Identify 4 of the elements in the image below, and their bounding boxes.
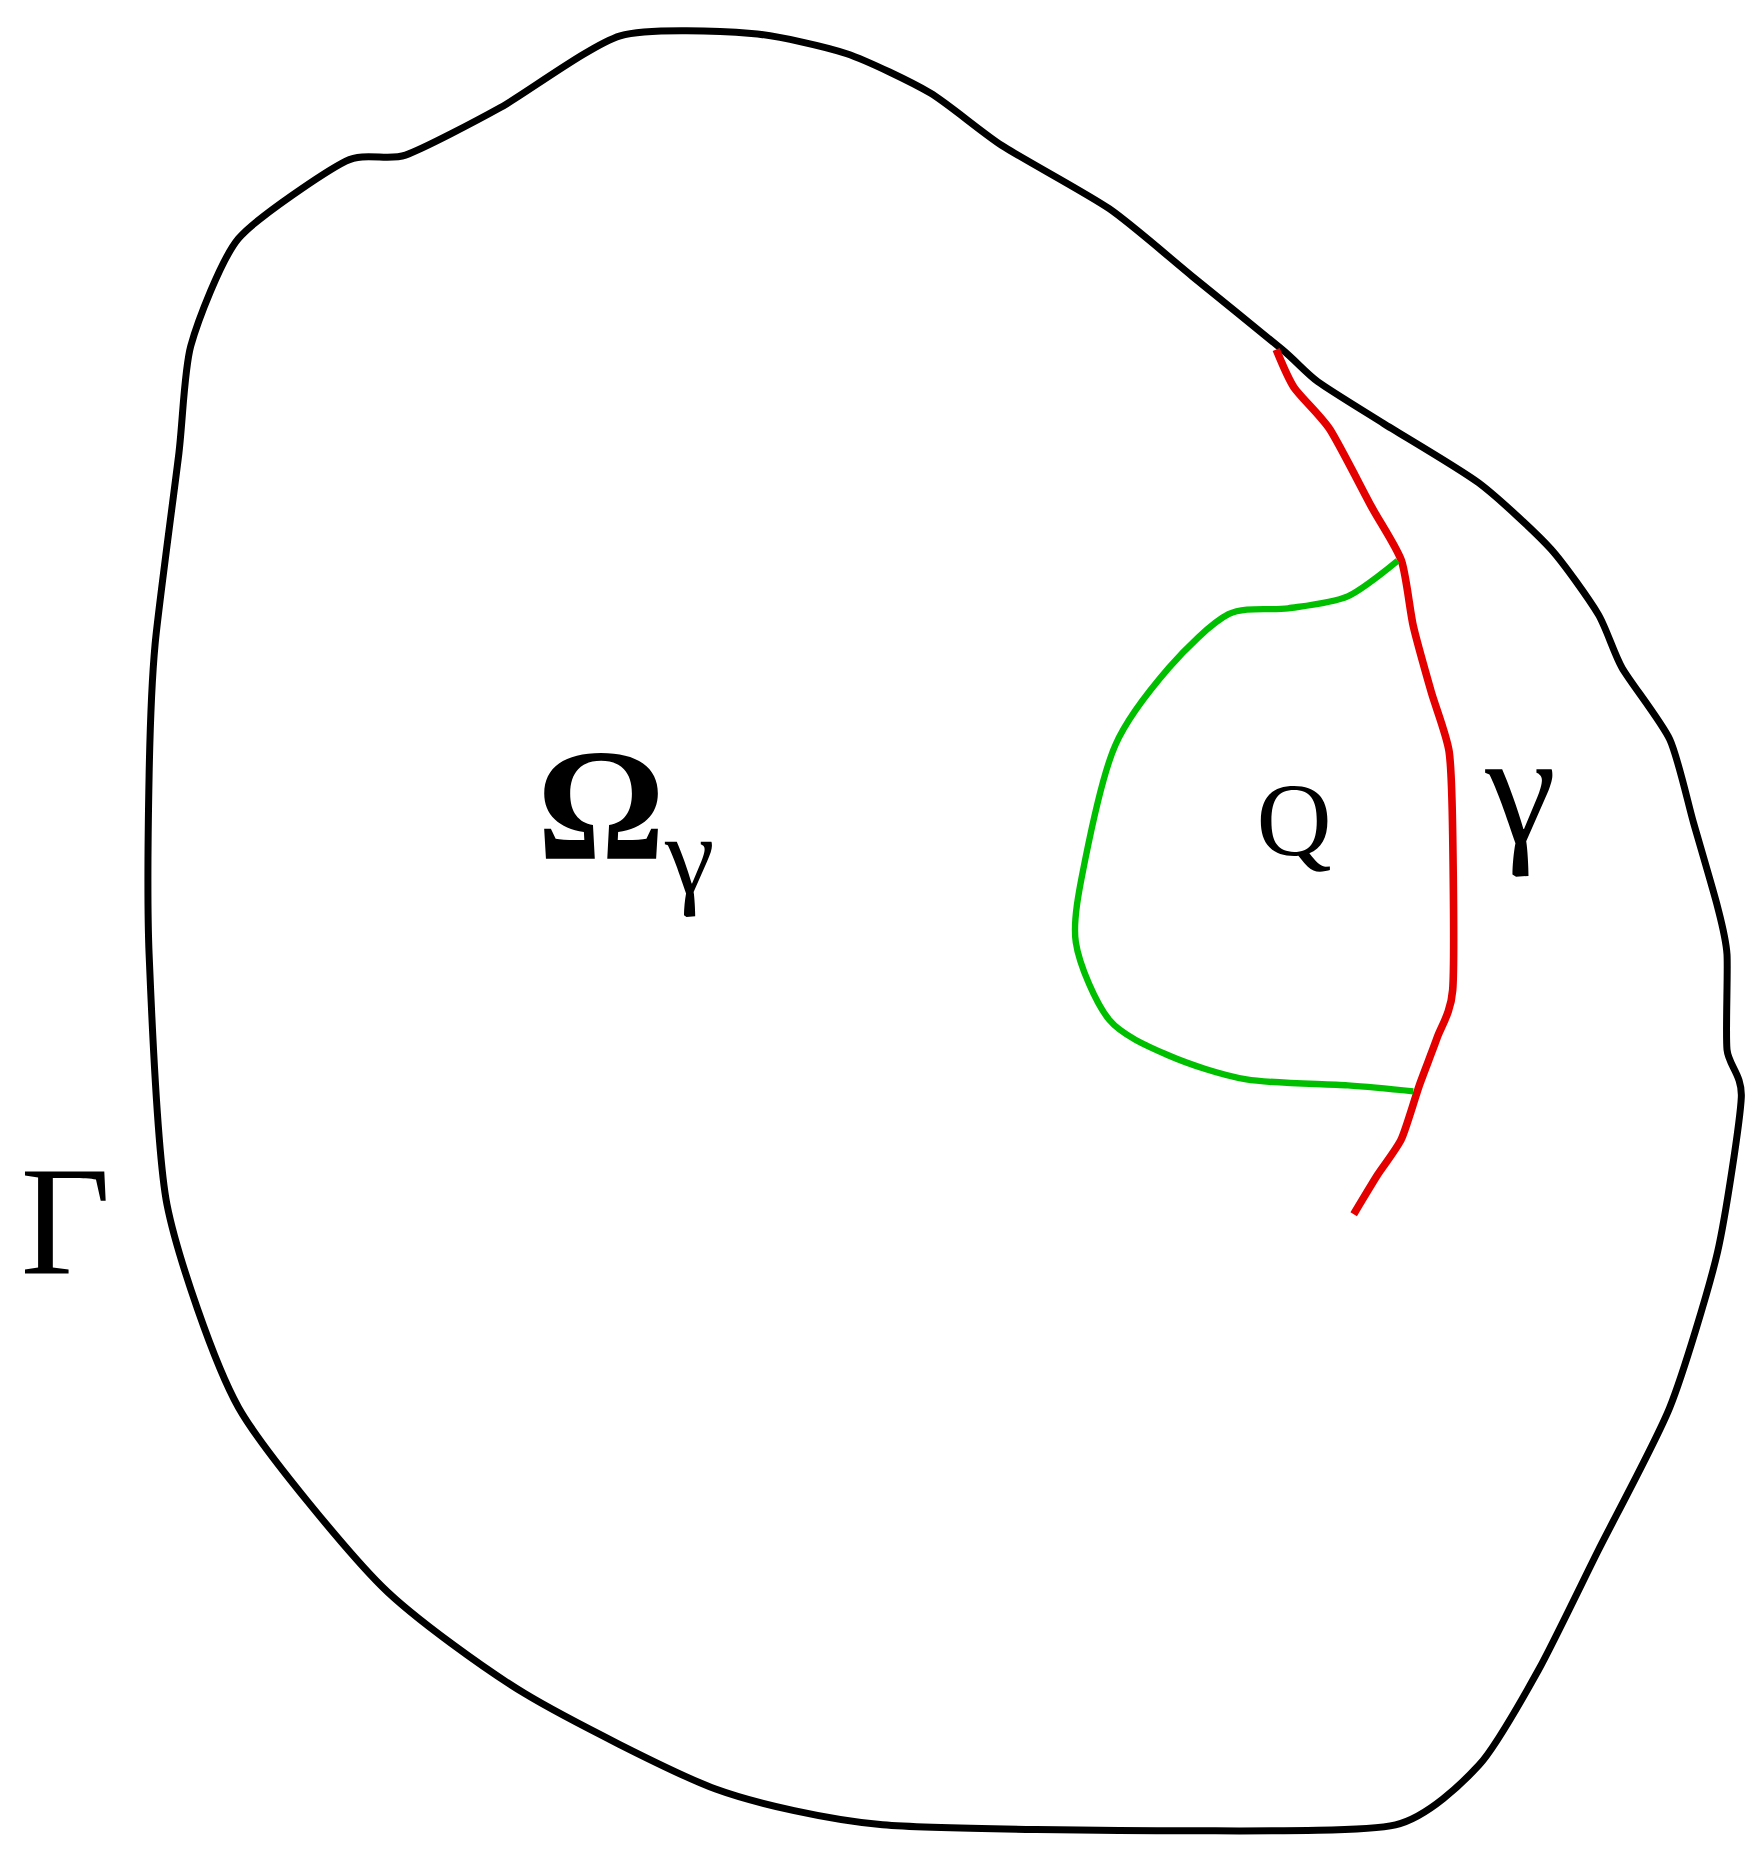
math-label: Ω$_{γ}$ bbox=[544, 752, 712, 917]
curve-label: γ bbox=[1485, 769, 1553, 877]
point-label: Q bbox=[1260, 786, 1330, 872]
boundary-label: Γ bbox=[25, 1171, 106, 1274]
